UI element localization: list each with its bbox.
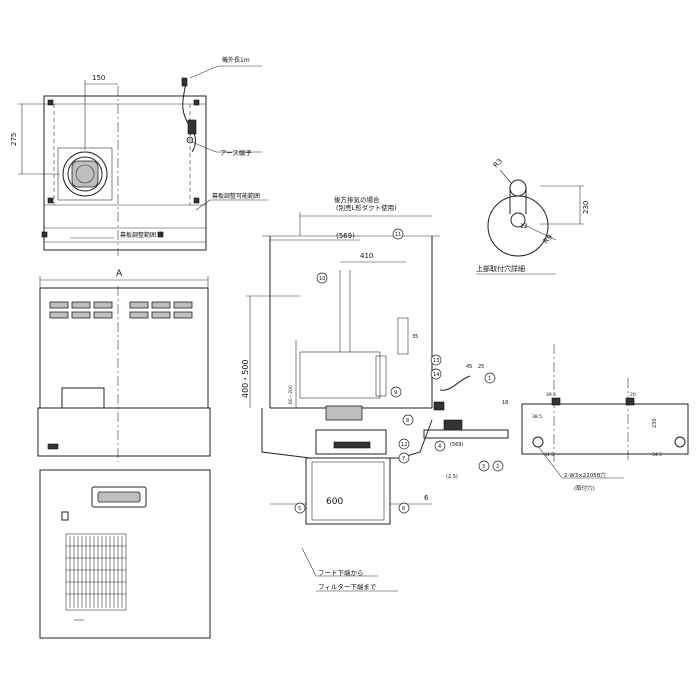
part-balloon-12: 12 xyxy=(398,438,410,450)
part-balloon-14: 14 xyxy=(430,368,442,380)
svg-text:11: 11 xyxy=(395,232,401,238)
rear-exhaust-label: 後方排気の場合 xyxy=(334,195,380,204)
part-balloon-8: 8 xyxy=(402,414,414,426)
ground-terminal-label: アース端子 xyxy=(220,148,252,157)
svg-text:3: 3 xyxy=(482,464,485,470)
svg-text:12: 12 xyxy=(401,442,407,448)
ground-terminal-icon xyxy=(186,136,194,144)
part-balloon-7: 7 xyxy=(398,452,410,464)
hole-note-label: 2-W3×22058穴 xyxy=(564,471,606,479)
curtain-adjustable-label: 幕板調整可能範囲 xyxy=(212,192,260,200)
svg-text:9: 9 xyxy=(394,390,397,396)
hole-note-sub-label: (取付穴) xyxy=(574,484,595,492)
cord-length-label: 機外長1m xyxy=(222,56,250,64)
filter-note-line1: フード下端から xyxy=(318,568,364,577)
svg-text:1: 1 xyxy=(488,376,491,382)
dimension-275: 275 xyxy=(10,103,60,175)
front-view: A xyxy=(37,269,211,462)
fan-detail: 45 25 18 (569) (2.5) xyxy=(423,364,509,480)
dim-18-label: 18 xyxy=(502,400,508,406)
dim-34-5-label-right: 34.5 xyxy=(652,452,662,458)
dim-275-label: 275 xyxy=(10,133,18,146)
part-balloon-9: 9 xyxy=(390,386,402,398)
duct-note-label: (別売L形ダクト使用) xyxy=(336,203,397,212)
dimension-150: 150 xyxy=(84,74,118,150)
filter-grille-icon xyxy=(65,533,127,611)
dim-20-label: 20 xyxy=(630,392,636,398)
part-balloon-11: 11 xyxy=(392,228,404,240)
dim-200-small-label: 60・200 xyxy=(288,385,294,404)
detail-dim-569-label: (569) xyxy=(450,442,463,448)
part-balloon-10: 10 xyxy=(316,272,328,284)
dim-39-5-label: 39.5 xyxy=(546,392,556,398)
svg-text:4: 4 xyxy=(438,444,441,450)
operation-panel-icon xyxy=(91,486,147,508)
mount-dim-230-label: 230 xyxy=(582,201,590,214)
filter-note-line2: フィルター下端まで xyxy=(318,582,377,591)
dim-410-label: 410 xyxy=(360,252,373,260)
filter-box-icon xyxy=(305,457,391,525)
dim-569-label: (569) xyxy=(336,232,355,240)
part-balloon-4: 4 xyxy=(434,440,446,452)
dim-25-label: 25 xyxy=(478,364,484,370)
svg-text:7: 7 xyxy=(402,456,405,462)
part-balloon-6: 6 xyxy=(398,502,410,514)
part-balloon-13: 13 xyxy=(430,354,442,366)
top-plate-detail: 39.5 38.5 34.5 34.5 20 230 2-W3×22058穴 (… xyxy=(521,344,689,492)
side-view: (別売L形ダクト使用) 後方排気の場合 (569) 410 400・500 60… xyxy=(241,195,504,592)
dim-35-label: 35 xyxy=(412,334,418,340)
dim-150-label: 150 xyxy=(92,74,105,82)
svg-text:2: 2 xyxy=(496,464,499,470)
part-balloon-2: 2 xyxy=(492,460,504,472)
part-balloon-1: 1 xyxy=(484,372,496,384)
dim-600-label: 600 xyxy=(326,497,343,507)
mounting-bolt-icon xyxy=(41,99,200,238)
dim-6-label: 6 xyxy=(424,494,429,502)
hood-body-icon xyxy=(261,405,433,459)
vent-slots-icon xyxy=(49,301,193,319)
dim-2-5-label: (2.5) xyxy=(446,474,458,480)
part-balloon-3: 3 xyxy=(478,460,490,472)
svg-text:14: 14 xyxy=(433,372,439,378)
top-view: 150 275 機外長1m アース端子 幕板調整可能範囲 幕板調整範囲 xyxy=(10,56,268,256)
duct-icon xyxy=(299,270,409,399)
power-cord-icon xyxy=(181,77,197,153)
mounting-hole-icon xyxy=(532,436,686,448)
dim-38-5-label: 38.5 xyxy=(532,414,542,420)
dim-height-range-label: 400・500 xyxy=(241,359,250,398)
svg-text:5: 5 xyxy=(298,506,301,512)
svg-text:8: 8 xyxy=(406,418,409,424)
mount-hole-detail: 230 R3 R9 12 上部取付穴詳細 xyxy=(476,157,590,275)
mount-hole-detail-title: 上部取付穴詳細 xyxy=(476,264,525,273)
dim-12-label: 12 xyxy=(520,223,528,230)
part-balloon-5: 5 xyxy=(294,502,306,514)
bottom-view xyxy=(39,469,211,639)
svg-text:10: 10 xyxy=(319,276,325,282)
r9-label: R9 xyxy=(542,233,554,245)
svg-text:6: 6 xyxy=(402,506,405,512)
dim-34-5-label-left: 34.5 xyxy=(544,452,554,458)
exhaust-outlet-icon xyxy=(57,147,113,201)
curtain-adjust-label: 幕板調整範囲 xyxy=(120,231,156,239)
width-a-label: A xyxy=(116,269,123,279)
svg-text:13: 13 xyxy=(433,358,439,364)
r3-label: R3 xyxy=(492,157,504,169)
dim-45-label: 45 xyxy=(466,364,472,370)
detail-dim-230-label: 230 xyxy=(652,418,658,428)
